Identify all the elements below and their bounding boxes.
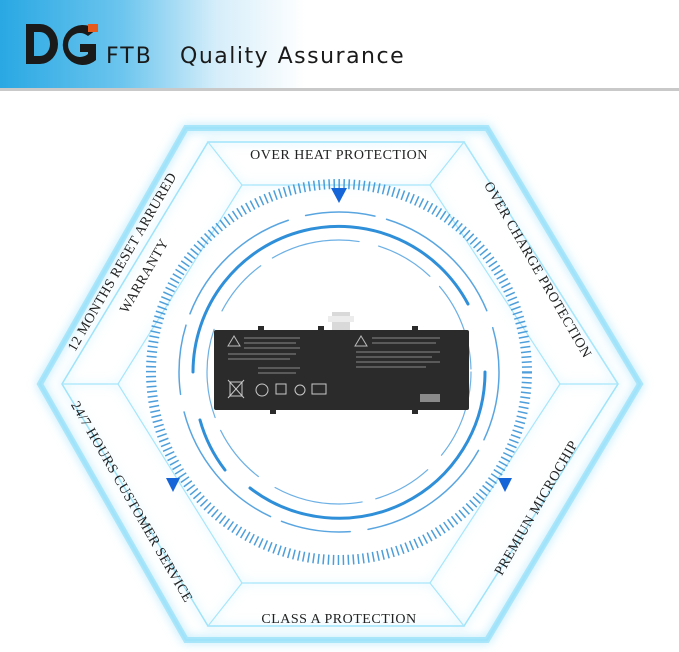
dg-logo xyxy=(26,24,98,65)
label-class-a-protection: CLASS A PROTECTION xyxy=(261,612,416,627)
arrow-left-icon xyxy=(166,478,180,492)
header-banner: FTB Quality Assurance xyxy=(0,0,679,91)
arrow-top-icon xyxy=(331,188,347,203)
battery-image xyxy=(214,312,469,414)
label-customer-service: 24/7 HOURS CUSTOMER SERVICE xyxy=(67,399,195,605)
tick-ring xyxy=(146,179,532,565)
arrow-right-icon xyxy=(498,478,512,492)
arc-rings xyxy=(178,211,500,533)
page-title: Quality Assurance xyxy=(180,44,406,69)
hexagon-frame xyxy=(36,125,644,643)
label-over-heat-protection: OVER HEAT PROTECTION xyxy=(250,148,428,163)
label-warranty-line1: 12 MONTHS RESET ARRURED xyxy=(66,170,181,354)
brand-suffix: FTB xyxy=(106,44,153,69)
